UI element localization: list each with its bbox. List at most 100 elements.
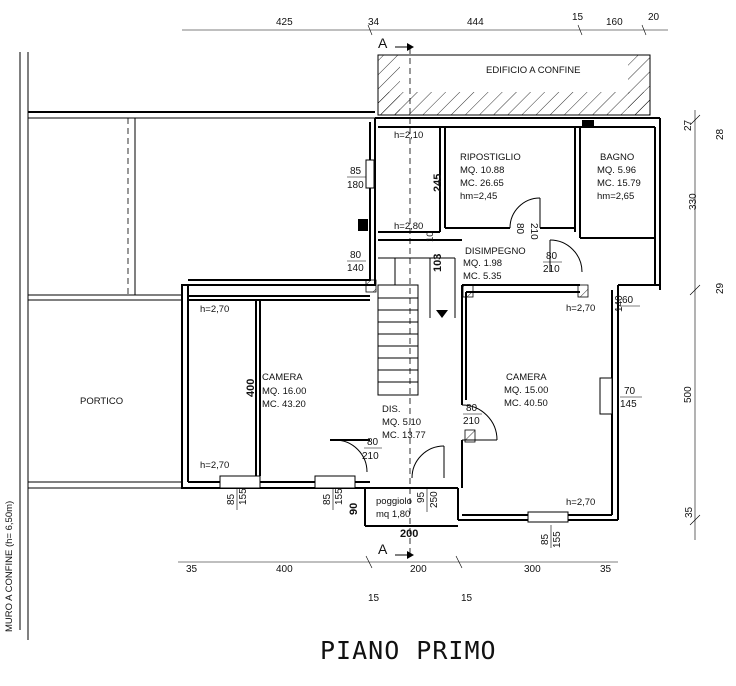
svg-text:400: 400: [276, 564, 293, 575]
room-bagno: BAGNO MQ. 5.96 MC. 15.79 hm=2,65: [597, 152, 641, 202]
room-dis: DIS. MQ. 5.10 MC. 13.77: [382, 404, 426, 441]
height-label: h=2,70: [200, 460, 229, 471]
room-height: hm=2,65: [597, 191, 634, 202]
room-volume: MC. 5.35: [463, 271, 502, 282]
room-name: CAMERA: [506, 372, 547, 383]
ceiling-heights: h=2,10 h=2,80 h=2,70 h=2,70 h=2,70 h=2,7…: [200, 130, 595, 508]
dim-inner: 400: [245, 379, 257, 397]
svg-text:29: 29: [715, 282, 726, 294]
dim-inner: 245: [432, 174, 444, 192]
svg-text:180: 180: [347, 180, 364, 191]
svg-text:35: 35: [186, 564, 198, 575]
height-label: h=2,10: [394, 130, 423, 141]
svg-text:85: 85: [322, 493, 333, 505]
height-label: h=2,70: [566, 497, 595, 508]
dim-top-2: 34: [368, 17, 380, 28]
section-line: A A: [378, 35, 414, 559]
room-area: mq 1,80: [376, 509, 410, 520]
svg-text:140: 140: [347, 263, 364, 274]
svg-text:85: 85: [540, 533, 551, 545]
svg-text:80: 80: [367, 437, 379, 448]
svg-text:210: 210: [362, 451, 379, 462]
svg-text:70: 70: [624, 386, 636, 397]
height-label: h=2,70: [566, 303, 595, 314]
dim-inner: 90: [348, 503, 360, 515]
staircase: [365, 159, 589, 443]
room-volume: MC. 13.77: [382, 430, 426, 441]
room-name: poggiolo: [376, 496, 412, 507]
svg-text:80: 80: [466, 403, 478, 414]
svg-text:500: 500: [683, 386, 694, 403]
neighbour-label: EDIFICIO A CONFINE: [486, 65, 581, 76]
dim-inner: 200: [400, 528, 418, 540]
svg-text:80: 80: [546, 251, 558, 262]
boundary-wall: MURO A CONFINE (h= 6,50m): [4, 52, 29, 640]
svg-text:250: 250: [429, 491, 440, 508]
room-volume: MC. 26.65: [460, 178, 504, 189]
dim-top-4: 15: [572, 12, 584, 23]
room-area: MQ. 1.98: [463, 258, 502, 269]
portico-label: PORTICO: [80, 396, 123, 407]
height-label: h=2,70: [200, 304, 229, 315]
top-dimension-line: 425 34 444 15 160 20: [182, 12, 668, 36]
svg-text:80: 80: [350, 250, 362, 261]
dim-inner: 103: [432, 254, 444, 272]
svg-text:15: 15: [368, 593, 380, 604]
dim-top-1: 425: [276, 17, 293, 28]
svg-text:210: 210: [543, 264, 560, 275]
svg-text:27: 27: [683, 119, 694, 131]
svg-text:145: 145: [620, 399, 637, 410]
room-camera-right: CAMERA MQ. 15.00 MC. 40.50: [504, 372, 548, 409]
room-area: MQ. 15.00: [504, 385, 548, 396]
room-camera-left: CAMERA MQ. 16.00 MC. 43.20: [262, 372, 306, 410]
right-dimension-line: 27 28 330 29 500 35: [683, 110, 726, 540]
room-name: BAGNO: [600, 152, 634, 163]
neighbour-building: EDIFICIO A CONFINE: [377, 54, 651, 116]
room-ripostiglio: RIPOSTIGLIO MQ. 10.88 MC. 26.65 hm=2,45: [460, 152, 521, 202]
height-label: h=2,80: [394, 221, 423, 232]
svg-text:155: 155: [552, 531, 563, 548]
section-mark-bottom: A: [378, 541, 388, 557]
svg-text:95: 95: [416, 491, 427, 503]
svg-text:210: 210: [528, 223, 539, 240]
room-name: DIS.: [382, 404, 400, 415]
svg-text:35: 35: [684, 506, 695, 518]
room-volume: MC. 40.50: [504, 398, 548, 409]
svg-text:155: 155: [334, 488, 345, 505]
svg-text:330: 330: [688, 193, 699, 210]
room-disimpegno: DISIMPEGNO MQ. 1.98 MC. 5.35: [463, 246, 526, 282]
svg-text:85: 85: [350, 166, 362, 177]
room-poggiolo: poggiolo mq 1,80: [376, 496, 412, 520]
room-volume: MC. 43.20: [262, 399, 306, 410]
outer-walls: [181, 117, 661, 523]
room-area: MQ. 10.88: [460, 165, 504, 176]
room-name: CAMERA: [262, 372, 303, 383]
svg-text:60: 60: [622, 295, 634, 306]
room-name: DISIMPEGNO: [465, 246, 526, 257]
bottom-dimension-line: 35 400 200 300 35 15 15: [178, 555, 618, 604]
svg-text:210: 210: [463, 416, 480, 427]
interior-walls: [188, 120, 655, 527]
inner-dimensions: 245 10 103 400 200 90: [245, 174, 444, 540]
section-mark-top: A: [378, 35, 388, 51]
svg-text:28: 28: [715, 128, 726, 140]
svg-text:80: 80: [514, 223, 525, 235]
room-name: RIPOSTIGLIO: [460, 152, 521, 163]
svg-text:300: 300: [524, 564, 541, 575]
dim-inner: 10: [425, 231, 436, 242]
svg-text:85: 85: [226, 493, 237, 505]
svg-text:155: 155: [238, 488, 249, 505]
dim-top-3: 444: [467, 17, 484, 28]
